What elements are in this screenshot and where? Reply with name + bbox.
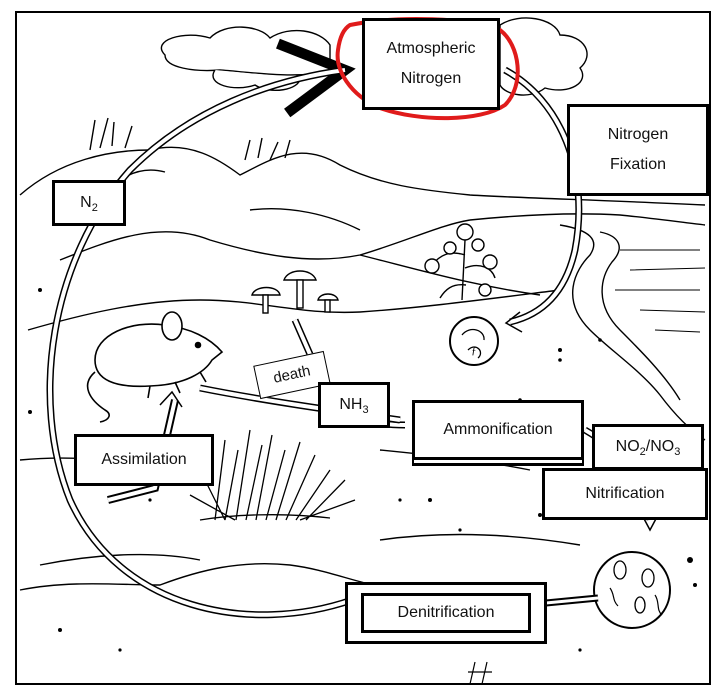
- nitrification-label: Nitrification: [542, 468, 708, 520]
- assimilation-label: Assimilation: [74, 434, 214, 486]
- bacteria-magnifier: [593, 551, 671, 629]
- atmospheric-nitrogen-line-2: Nitrogen: [400, 70, 462, 87]
- no2-no3-separator: /: [645, 437, 651, 455]
- n2-subscript: 2: [91, 201, 98, 214]
- no3-subscript: 3: [674, 445, 681, 458]
- nh3-base: NH: [339, 395, 363, 413]
- nh3-label: NH3: [318, 382, 390, 428]
- ammonification-text: Ammonification: [443, 420, 553, 438]
- svg-text:ƒ: ƒ: [471, 345, 477, 357]
- no2-base: NO: [615, 437, 640, 455]
- nitrogen-fixation-line-1: Nitrogen: [607, 125, 669, 143]
- water-illustration: [615, 249, 706, 333]
- nh3-subscript: 3: [362, 403, 369, 416]
- n2-base: N: [80, 193, 92, 211]
- atmospheric-nitrogen-label: Atmospheric Nitrogen: [362, 18, 500, 110]
- denitrification-text: Denitrification: [397, 603, 495, 621]
- mushrooms-illustration: [251, 270, 339, 314]
- no2-no3-text: NO2/NO3: [616, 432, 681, 462]
- nitrification-arrowhead: [641, 514, 659, 532]
- grass-illustration: [189, 429, 356, 521]
- assimilation-arrow-inner: [107, 399, 177, 502]
- denitrification-outer-box: Denitrification: [345, 582, 547, 644]
- no3-base: NO: [650, 437, 675, 455]
- fixation-arrowhead: [504, 311, 523, 333]
- n2-label: N2: [52, 180, 126, 226]
- bottom-mark: [468, 661, 492, 685]
- atmospheric-nitrogen-line-1: Atmospheric: [386, 39, 476, 57]
- death-text: death: [271, 362, 312, 387]
- nitrogen-fixation-label: Nitrogen Fixation: [567, 104, 709, 196]
- denitrification-label: Denitrification: [361, 593, 531, 633]
- cycle-arrow-n2-inner: [48, 68, 353, 617]
- nitrification-text: Nitrification: [585, 484, 665, 502]
- assimilation-text: Assimilation: [101, 450, 187, 468]
- n2-text: N2: [80, 188, 98, 218]
- nh3-text: NH3: [339, 390, 368, 420]
- hills-illustration: [19, 117, 706, 441]
- no2-no3-label: NO2/NO3: [592, 424, 704, 470]
- root-nodule-magnifier: ƒ: [449, 316, 499, 366]
- nitrogen-fixation-line-2: Fixation: [609, 156, 667, 173]
- plant-illustration: [424, 223, 498, 301]
- mouse-illustration: [86, 311, 224, 423]
- ammonification-label: Ammonification: [412, 400, 584, 460]
- fixation-arrow-inner: [504, 68, 581, 324]
- assimilation-arrowhead: [159, 390, 183, 408]
- no2-subscript: 2: [639, 445, 646, 458]
